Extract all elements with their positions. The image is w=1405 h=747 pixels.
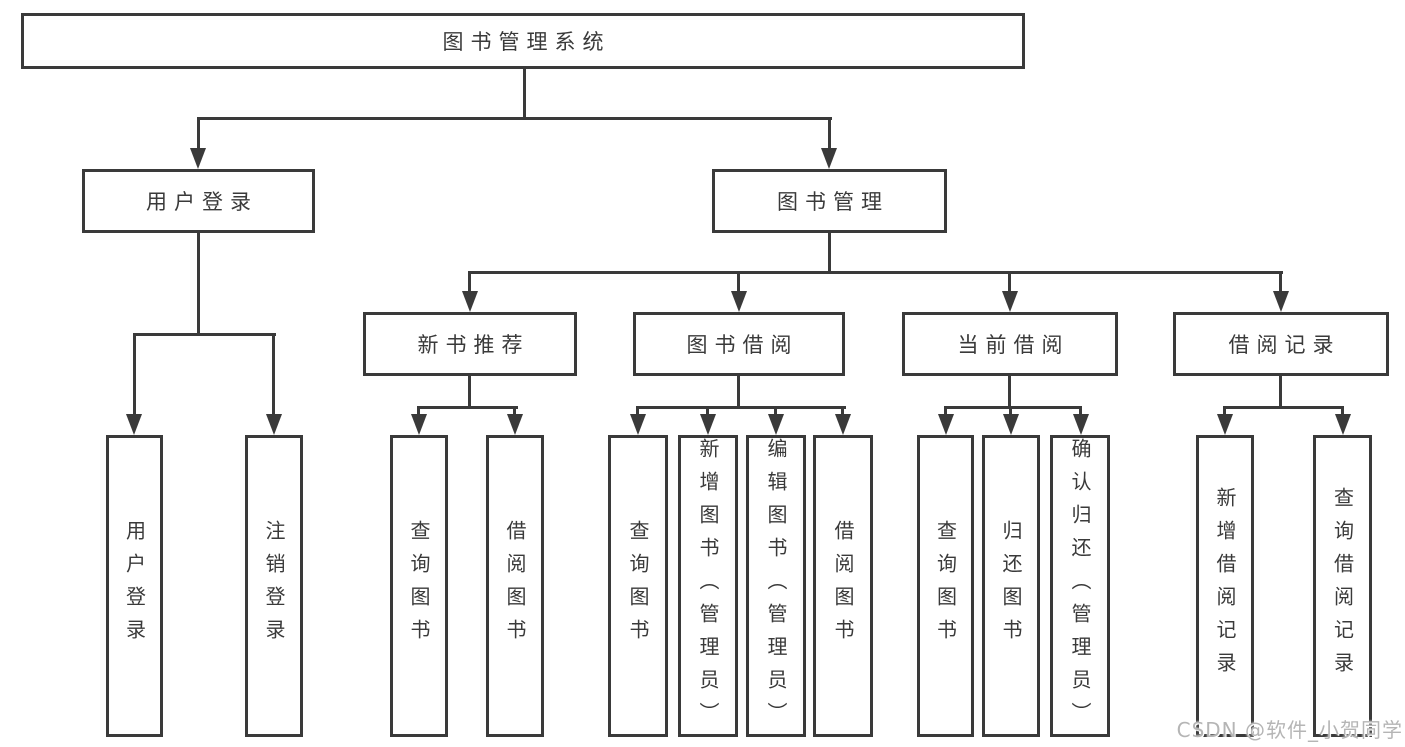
connector-arrow [938,414,954,435]
connector-arrow [821,148,837,169]
connector-line [944,406,947,416]
leaf-confirm-return-admin: 确认归还（管理员） [1050,435,1110,737]
connector-line [1009,406,1012,416]
connector-line [828,117,831,150]
connector-line [841,406,844,416]
connector-line [737,271,740,293]
connector-line [197,117,832,120]
leaf-query-books-current: 查询图书 [917,435,974,737]
connector-line [737,376,740,409]
connector-arrow [1003,414,1019,435]
connector-arrow [835,414,851,435]
node-borrow-records-label: 借阅记录 [1228,333,1341,357]
connector-line [417,406,420,416]
connector-arrow [700,414,716,435]
leaf-query-borrow-record: 查询借阅记录 [1313,435,1372,737]
connector-line [1341,406,1344,416]
connector-line [133,333,276,336]
connector-line [1223,406,1344,409]
connector-line [133,333,136,415]
connector-line [706,406,709,416]
leaf-user-login-label: 用户登录 [122,520,147,652]
csdn-watermark: CSDN @软件_小贺同学 [1176,718,1403,742]
leaf-query-books: 查询图书 [608,435,668,737]
connector-line [636,406,639,416]
node-current-borrow: 当前借阅 [902,312,1118,376]
node-new-book-recommend-label: 新书推荐 [417,333,530,357]
connector-line [1079,406,1082,416]
connector-line [944,406,1082,409]
leaf-logout: 注销登录 [245,435,303,737]
connector-arrow [630,414,646,435]
connector-line [1223,406,1226,416]
connector-line [417,406,518,409]
connector-line [468,271,1283,274]
connector-line [272,333,275,415]
leaf-query-books-recommend: 查询图书 [390,435,448,737]
connector-arrow [731,291,747,312]
leaf-add-borrow-record-label: 新增借阅记录 [1213,487,1237,685]
node-new-book-recommend: 新书推荐 [363,312,577,376]
connector-arrow [411,414,427,435]
connector-arrow [1217,414,1233,435]
node-book-management-label: 图书管理 [777,190,889,214]
connector-line [197,232,200,336]
node-borrow-records: 借阅记录 [1173,312,1389,376]
leaf-query-books-recommend-label: 查询图书 [407,520,431,652]
leaf-borrow-books-recommend-label: 借阅图书 [503,520,527,652]
connector-line [197,117,200,150]
connector-line [468,376,471,409]
node-book-borrow: 图书借阅 [633,312,845,376]
connector-line [1279,376,1282,409]
connector-line [523,68,526,118]
node-current-borrow-label: 当前借阅 [957,333,1070,357]
node-user-login-label: 用户登录 [146,190,258,214]
connector-arrow [1002,291,1018,312]
node-user-login: 用户登录 [82,169,315,233]
leaf-borrow-books-label: 借阅图书 [831,520,855,652]
leaf-query-books-label: 查询图书 [626,520,650,652]
leaf-add-borrow-record: 新增借阅记录 [1196,435,1254,737]
node-book-borrow-label: 图书借阅 [686,333,799,357]
node-root-label: 图书管理系统 [442,30,611,54]
leaf-add-books-admin-label: 新增图书（管理员） [696,437,720,735]
connector-line [774,406,777,416]
connector-arrow [507,414,523,435]
leaf-return-books-label: 归还图书 [999,520,1023,652]
leaf-borrow-books-recommend: 借阅图书 [486,435,544,737]
leaf-query-books-current-label: 查询图书 [933,520,958,652]
leaf-confirm-return-admin-label: 确认归还（管理员） [1068,437,1092,735]
leaf-return-books: 归还图书 [982,435,1040,737]
connector-line [468,271,471,293]
leaf-logout-label: 注销登录 [262,520,286,652]
node-root: 图书管理系统 [21,13,1025,69]
connector-arrow [1273,291,1289,312]
connector-arrow [768,414,784,435]
connector-line [1279,271,1282,293]
connector-arrow [266,414,282,435]
connector-line [1008,271,1011,293]
connector-line [636,406,846,409]
leaf-query-borrow-record-label: 查询借阅记录 [1330,487,1355,685]
leaf-add-books-admin: 新增图书（管理员） [678,435,738,737]
connector-arrow [126,414,142,435]
leaf-edit-books-admin: 编辑图书（管理员） [746,435,806,737]
leaf-edit-books-admin-label: 编辑图书（管理员） [764,437,788,735]
node-book-management: 图书管理 [712,169,947,233]
leaf-user-login: 用户登录 [106,435,163,737]
connector-line [828,232,831,274]
leaf-borrow-books: 借阅图书 [813,435,873,737]
connector-line [513,406,516,416]
connector-line [1008,376,1011,409]
connector-arrow [1073,414,1089,435]
connector-arrow [190,148,206,169]
connector-arrow [462,291,478,312]
connector-arrow [1335,414,1351,435]
